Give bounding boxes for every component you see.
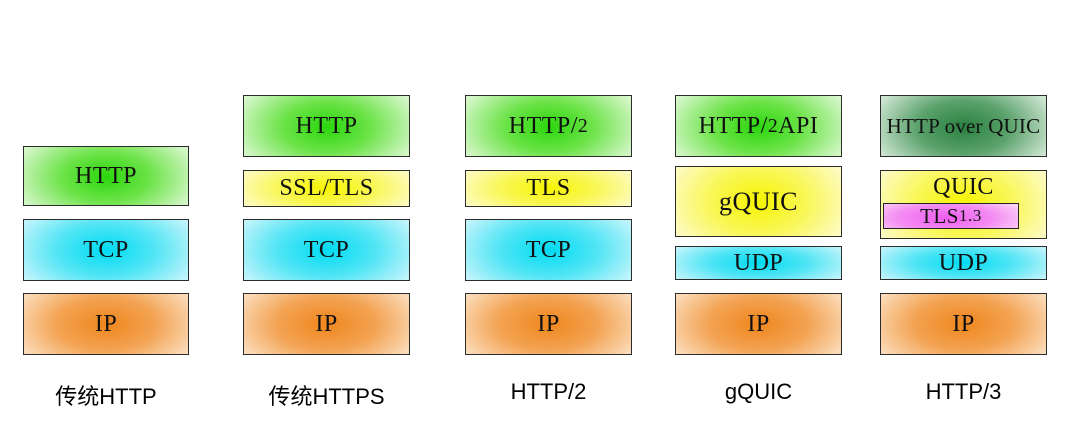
stack-caption-gquic: gQUIC	[724, 379, 793, 404]
stack-gquic: HTTP/2 API gQUIC UDP IP gQUIC	[675, 0, 842, 432]
stack-caption-traditional-http: 传统HTTP	[55, 384, 157, 409]
layer-box-http2: HTTP/2	[465, 95, 632, 157]
layer-box-tls: TLS	[465, 170, 632, 207]
stack-caption-http2: HTTP/2	[510, 379, 587, 404]
stack-http2: HTTP/2 TLS TCP IP HTTP/2	[465, 0, 632, 432]
layer-box-http-over-quic: HTTP over QUIC	[880, 95, 1047, 157]
stack-http3: HTTP over QUIC QUIC TLS 1.3 UDP IP HTTP/…	[880, 0, 1047, 432]
layer-box-gquic: gQUIC	[675, 166, 842, 237]
stack-caption-http3: HTTP/3	[925, 379, 1002, 404]
layer-box-http: HTTP	[23, 146, 189, 206]
layer-box-udp: UDP	[880, 246, 1047, 280]
layer-box-tcp: TCP	[465, 219, 632, 281]
layer-box-quic: QUIC TLS 1.3	[880, 170, 1047, 239]
layer-box-ip: IP	[675, 293, 842, 355]
layer-box-tls13: TLS 1.3	[883, 203, 1019, 229]
layer-box-udp: UDP	[675, 246, 842, 280]
layer-box-tcp: TCP	[243, 219, 410, 281]
layer-box-ssl-tls: SSL/TLS	[243, 170, 410, 207]
layer-box-ip: IP	[23, 293, 189, 355]
stack-traditional-http: HTTP TCP IP 传统HTTP	[23, 0, 189, 432]
layer-box-http2-api: HTTP/2 API	[675, 95, 842, 157]
stack-traditional-https: HTTP SSL/TLS TCP IP 传统HTTPS	[243, 0, 410, 432]
layer-box-tcp: TCP	[23, 219, 189, 281]
layer-box-ip: IP	[243, 293, 410, 355]
layer-box-ip: IP	[465, 293, 632, 355]
quic-label: QUIC	[933, 174, 994, 200]
stack-caption-traditional-https: 传统HTTPS	[268, 384, 385, 409]
layer-box-http: HTTP	[243, 95, 410, 157]
layer-box-ip: IP	[880, 293, 1047, 355]
